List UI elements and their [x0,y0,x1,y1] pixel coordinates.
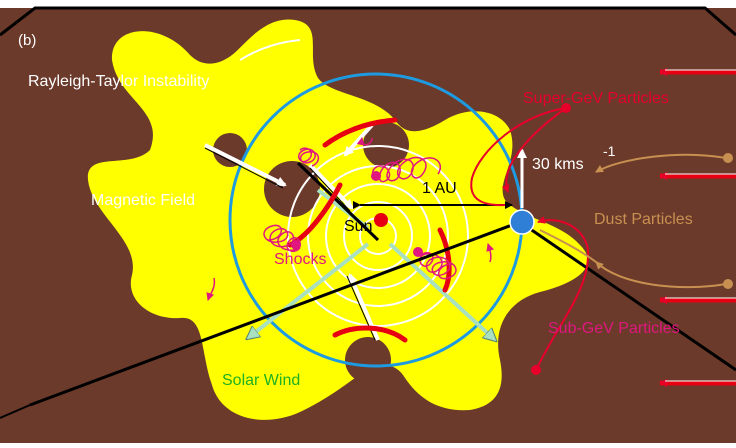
shock-dot-3 [413,247,423,257]
observer-line-tail [0,404,31,419]
ism-flow-arrow-highlights [665,69,736,382]
sub-gev-trajectory [535,216,590,371]
label-rayleigh-taylor: Rayleigh-Taylor Instability [28,73,209,90]
label-shocks: Shocks [274,251,326,268]
panel-label: (b) [18,32,36,49]
magnetic-field-helices [206,137,495,301]
label-sub-gev: Sub-GeV Particles [548,320,680,337]
instability-hole-1 [264,161,320,217]
label-solar-wind: Solar Wind [222,372,300,389]
label-speed: 30 kms [532,156,584,173]
astrosphere-shape [87,19,588,420]
sun-axis-line [296,161,380,242]
panel-frame [0,6,736,37]
super-gev-trajectory [470,107,567,207]
label-magnetic-field: Magnetic Field [91,192,195,209]
instability-hole-3 [345,337,391,383]
label-dust: Dust Particles [594,211,693,228]
ism-flow-arrows [659,68,736,387]
sub-gev-source [531,365,541,375]
label-sun: Sun [344,218,372,235]
sun-icon [374,213,388,227]
dust-trajectories [539,153,727,289]
earth-icon [509,209,535,235]
instability-hole-4 [213,133,247,167]
shock-dot-1 [371,171,381,181]
label-one-au: 1 AU [422,180,457,197]
label-speed-exponent: -1 [603,143,616,159]
dust-source-1 [723,153,733,163]
label-super-gev: Super-GeV Particles [523,90,669,107]
observer-line-lower [519,220,736,372]
instability-hole-2 [363,122,409,168]
outer-white-arc [239,39,301,61]
dust-source-2 [723,279,733,289]
observer-line [29,220,521,407]
super-gev-source [561,103,571,113]
